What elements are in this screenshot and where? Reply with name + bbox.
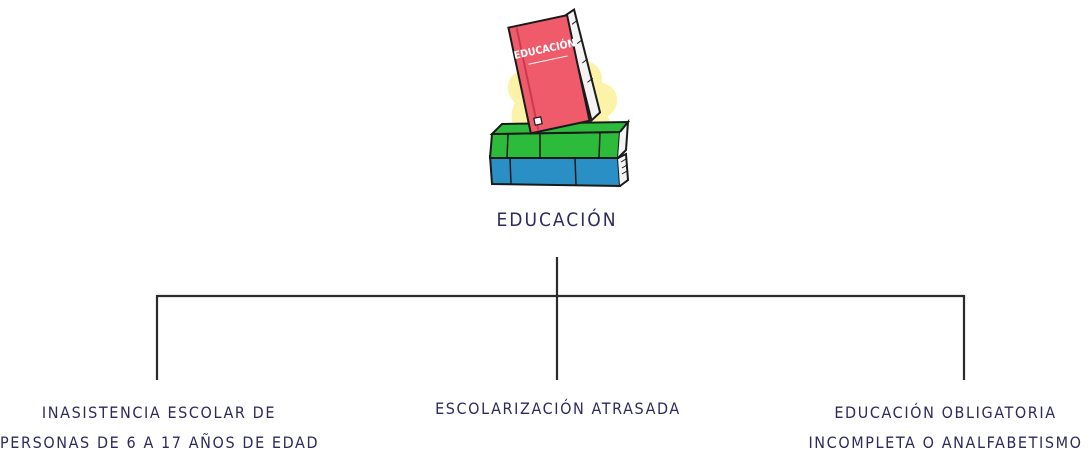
child-node-line: PERSONAS DE 6 A 17 AÑOS DE EDAD [0,433,320,452]
red-book: EDUCACIÓN [507,7,602,135]
child-node-line: ESCOLARIZACIÓN ATRASADA [435,399,681,418]
child-node-line: INASISTENCIA ESCOLAR DE [41,403,277,422]
book-stack-icon: EDUCACIÓN [480,7,640,198]
root-node-label: EDUCACIÓN [496,209,618,231]
child-node-educacion-obligatoria: EDUCACIÓN OBLIGATORIA INCOMPLETA O ANALF… [800,398,1091,458]
child-node-escolarizacion: ESCOLARIZACIÓN ATRASADA [428,394,688,424]
blue-book [488,152,630,188]
child-node-line: EDUCACIÓN OBLIGATORIA [834,403,1057,422]
child-node-line: INCOMPLETA O ANALFABETISMO [808,433,1083,452]
child-node-inasistencia: INASISTENCIA ESCOLAR DE PERSONAS DE 6 A … [0,398,318,458]
